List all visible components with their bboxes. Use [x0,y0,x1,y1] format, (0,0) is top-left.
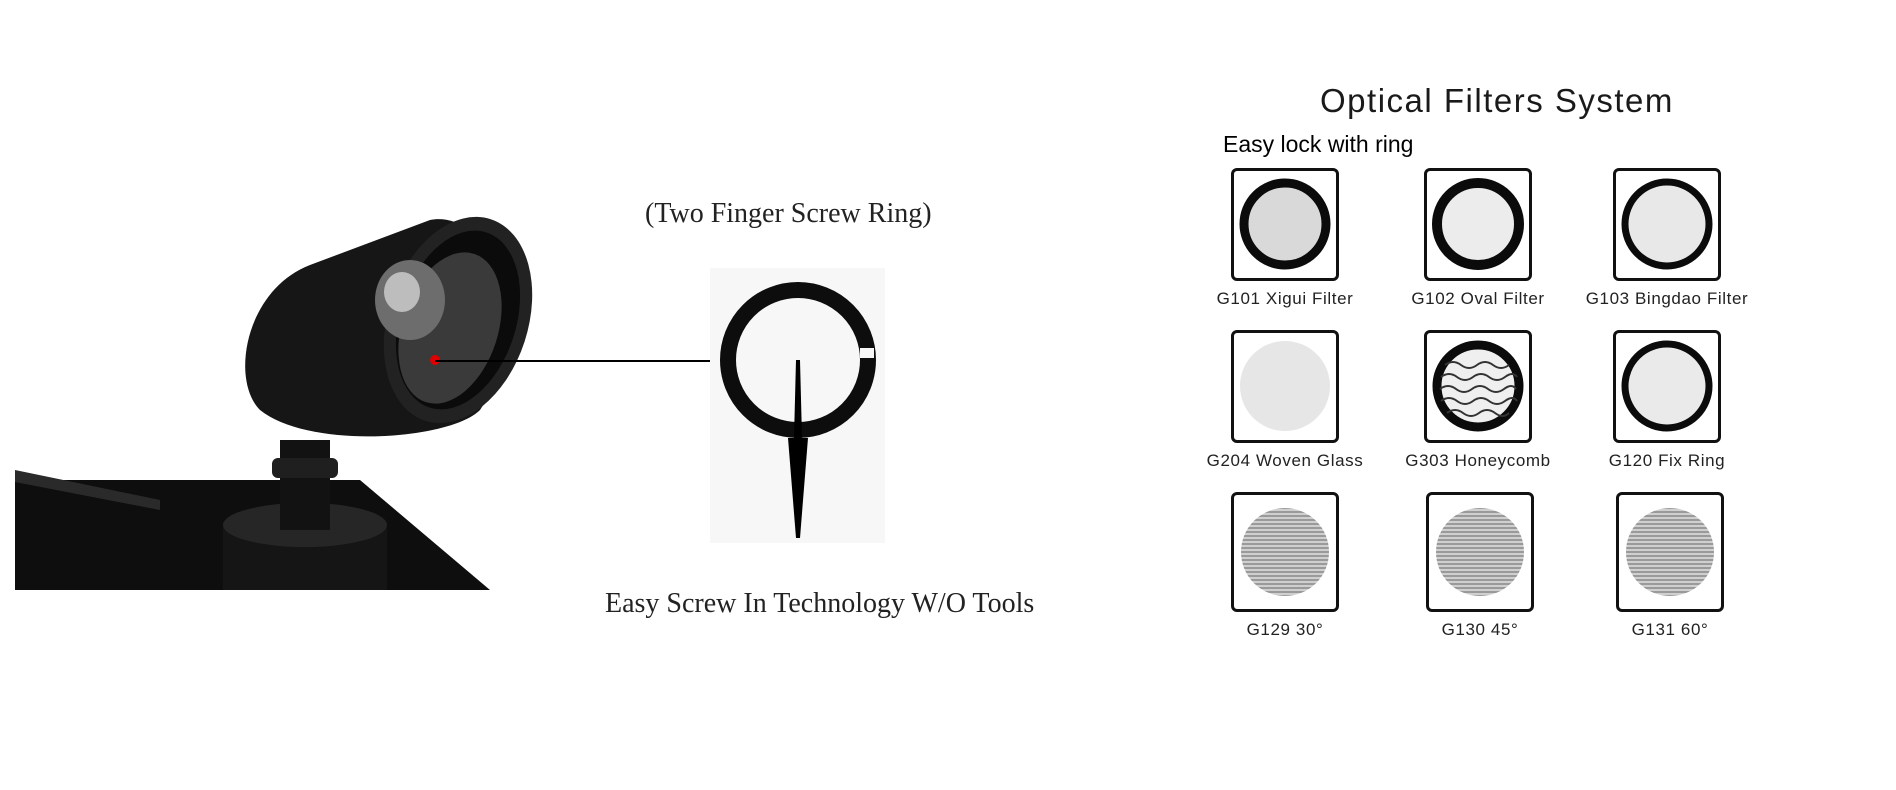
bingdao-filter-icon [1613,168,1721,281]
filter-card: G130 45° [1380,492,1580,640]
lens-45-icon [1426,492,1534,612]
clear-filter-icon [1231,168,1339,281]
oval-filter-icon [1424,168,1532,281]
lens-30-icon [1231,492,1339,612]
filter-label: G303 Honeycomb [1405,451,1551,470]
filter-card: G101 Xigui Filter [1185,168,1385,309]
connector-line [435,360,720,362]
screw-ring-caption: (Two Finger Screw Ring) [645,198,932,229]
woven-glass-icon [1231,330,1339,443]
filter-card: G129 30° [1185,492,1385,640]
filter-label: G130 45° [1441,620,1519,639]
filter-card: G204 Woven Glass [1185,330,1385,471]
filters-subtitle: Easy lock with ring [1223,131,1414,157]
lens-60-icon [1616,492,1724,612]
filter-label: G131 60° [1631,620,1709,639]
filter-card: G102 Oval Filter [1378,168,1578,309]
filter-label: G204 Woven Glass [1206,451,1364,470]
filter-label: G120 Fix Ring [1608,451,1726,470]
filter-card: G303 Honeycomb [1378,330,1578,471]
filter-label: G101 Xigui Filter [1216,289,1354,308]
filter-card: G131 60° [1570,492,1770,640]
filter-label: G103 Bingdao Filter [1585,289,1749,308]
honeycomb-icon [1424,330,1532,443]
filters-title: Optical Filters System [1320,82,1674,119]
filter-label: G129 30° [1246,620,1324,639]
spotlight-photo [15,216,533,590]
filter-label: G102 Oval Filter [1411,289,1545,308]
fix-ring-icon [1613,330,1721,443]
filter-card: G103 Bingdao Filter [1567,168,1767,309]
screw-ring-image [710,268,885,543]
easy-screw-caption: Easy Screw In Technology W/O Tools [605,588,1035,619]
filter-card: G120 Fix Ring [1567,330,1767,471]
